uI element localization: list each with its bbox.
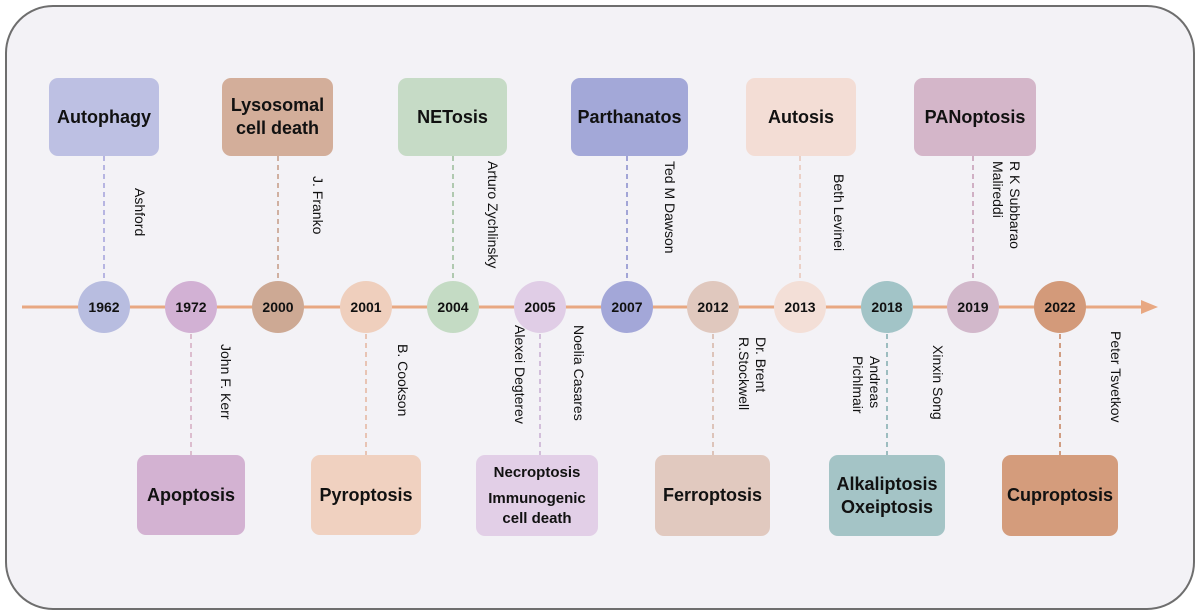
event-label-line: Alkaliptosis (836, 473, 938, 494)
event-label-line: Cuproptosis (1007, 485, 1113, 505)
researcher-name: Peter Tsvetkov (1108, 331, 1124, 423)
researcher-label: Alexei Degterev (511, 325, 528, 424)
event-label-line: PANoptosis (924, 106, 1026, 127)
event-box-lysosomal-cell-death: Lysosomal cell death (222, 78, 333, 156)
researcher-name: Pichlmair (850, 356, 866, 414)
event-label-line: Necroptosis (493, 463, 581, 481)
researcher-name: R.Stockwell (736, 337, 752, 411)
event-label-line: Parthanatos (577, 106, 682, 127)
researcher-name: Ashford (132, 188, 148, 237)
event-label-line: Autosis (767, 106, 834, 127)
year-node-2000: 2000 (252, 281, 304, 333)
year-node-2019: 2019 (947, 281, 999, 333)
event-label-line: Pyroptosis (319, 484, 413, 505)
year-node-2001: 2001 (340, 281, 392, 333)
event-box-autosis: Autosis (746, 78, 856, 156)
researcher-label: Noelia Casares (570, 325, 587, 421)
researcher-label: Peter Tsvetkov (1107, 331, 1124, 423)
researcher-name: R K Subbarao (1007, 161, 1023, 249)
event-box-ferroptosis: Ferroptosis (655, 455, 770, 536)
researcher-label: Arturo Zychlinsky (484, 161, 501, 268)
event-label-line: Ferroptosis (662, 485, 763, 505)
researcher-label: J. Franko (309, 176, 326, 234)
researcher-label: B. Cookson (394, 344, 411, 416)
year-node-2005: 2005 (514, 281, 566, 333)
year-node-2004: 2004 (427, 281, 479, 333)
researcher-name: Arturo Zychlinsky (485, 161, 501, 269)
researcher-name: J. Franko (310, 176, 326, 235)
researcher-name: Noelia Casares (571, 325, 587, 421)
year-node-1972: 1972 (165, 281, 217, 333)
researcher-name: Xinxin Song (930, 345, 946, 420)
event-label-line: cell death (235, 118, 320, 138)
timeline-arrow-icon (1141, 300, 1158, 314)
year-node-2007: 2007 (601, 281, 653, 333)
researcher-name: B. Cookson (395, 344, 411, 417)
researcher-name: Andreas (867, 356, 883, 409)
event-box-parthanatos: Parthanatos (571, 78, 688, 156)
researcher-label: John F. Kerr (217, 344, 234, 419)
event-box-netosis: NETosis (398, 78, 507, 156)
event-label-line: NETosis (417, 106, 488, 127)
event-label-line: Oxeiptosis (840, 496, 934, 517)
event-label-line: Immunogenic (488, 489, 586, 507)
year-node-2012: 2012 (687, 281, 739, 333)
researcher-label: Ashford (131, 188, 148, 236)
event-box-pyroptosis: Pyroptosis (311, 455, 421, 535)
researcher-name: Malireddi (990, 161, 1006, 218)
event-label-line: cell death (502, 509, 572, 527)
researcher-name: Ted M Dawson (662, 161, 678, 254)
event-box-apoptosis: Apoptosis (137, 455, 245, 535)
event-label-line: Lysosomal (230, 95, 325, 115)
researcher-label: Ted M Dawson (661, 161, 678, 254)
researcher-name: John F. Kerr (218, 344, 234, 420)
event-box-cuproptosis: Cuproptosis (1002, 455, 1118, 536)
researcher-label: Beth Levinei (830, 174, 847, 251)
researcher-name: Alexei Degterev (512, 325, 528, 424)
event-label-line: Apoptosis (147, 484, 235, 505)
event-box-panoptosis: PANoptosis (914, 78, 1036, 156)
researcher-name: Dr. Brent (753, 337, 769, 393)
year-node-1962: 1962 (78, 281, 130, 333)
researcher-name: Beth Levinei (831, 174, 847, 252)
event-box-autophagy: Autophagy (49, 78, 159, 156)
year-node-2018: 2018 (861, 281, 913, 333)
year-node-2022: 2022 (1034, 281, 1086, 333)
researcher-label: Xinxin Song (929, 345, 946, 420)
year-node-2013: 2013 (774, 281, 826, 333)
event-label-line: Autophagy (57, 106, 151, 127)
